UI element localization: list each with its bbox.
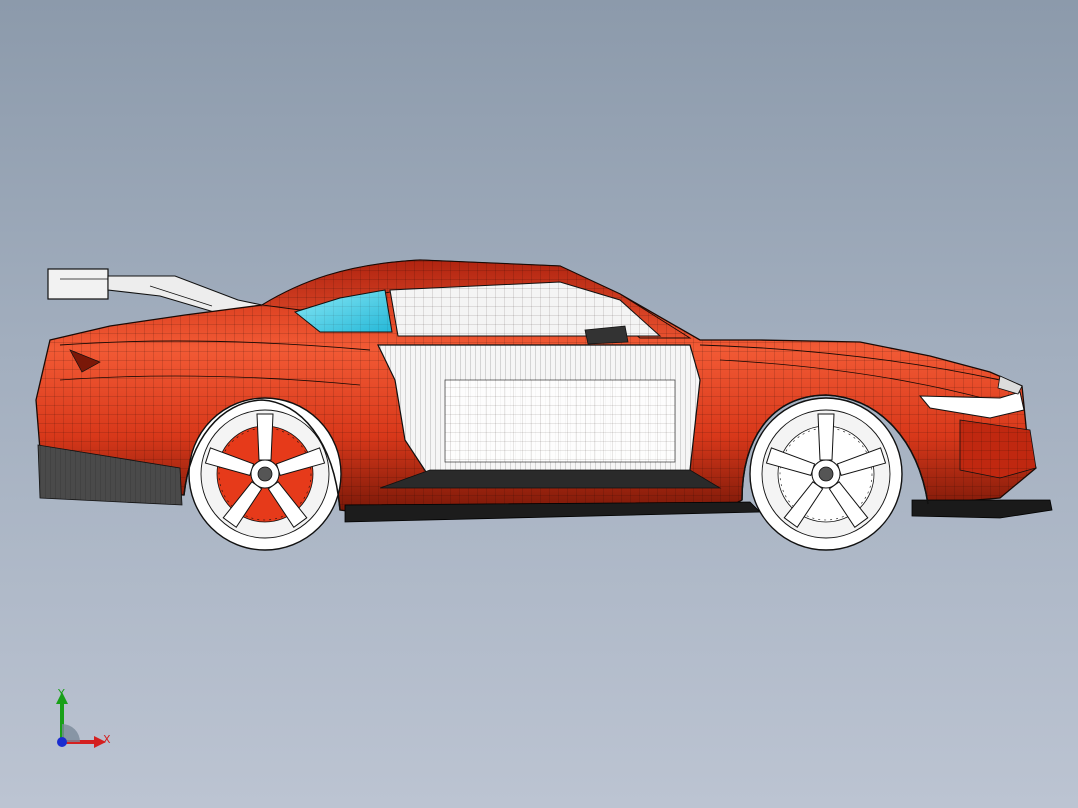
- x-axis-label: X: [103, 733, 111, 746]
- side-skirt: [344, 501, 761, 523]
- rotation-arc: [62, 724, 80, 742]
- door-panel[interactable]: [377, 325, 722, 489]
- z-axis-dot: [57, 737, 67, 747]
- coordinate-triad[interactable]: [40, 680, 130, 770]
- rear-wheel-arch: [183, 399, 341, 511]
- front-wheel[interactable]: [749, 397, 903, 551]
- front-splitter: [911, 499, 1053, 519]
- side-window[interactable]: [293, 281, 662, 337]
- rear-diffuser: [37, 444, 183, 506]
- rear-spoiler[interactable]: [47, 268, 263, 313]
- front-wheel-arch: [741, 394, 929, 505]
- rear-wheel[interactable]: [188, 397, 342, 551]
- y-axis-label: Y: [58, 687, 65, 700]
- front-headlight[interactable]: [918, 375, 1037, 479]
